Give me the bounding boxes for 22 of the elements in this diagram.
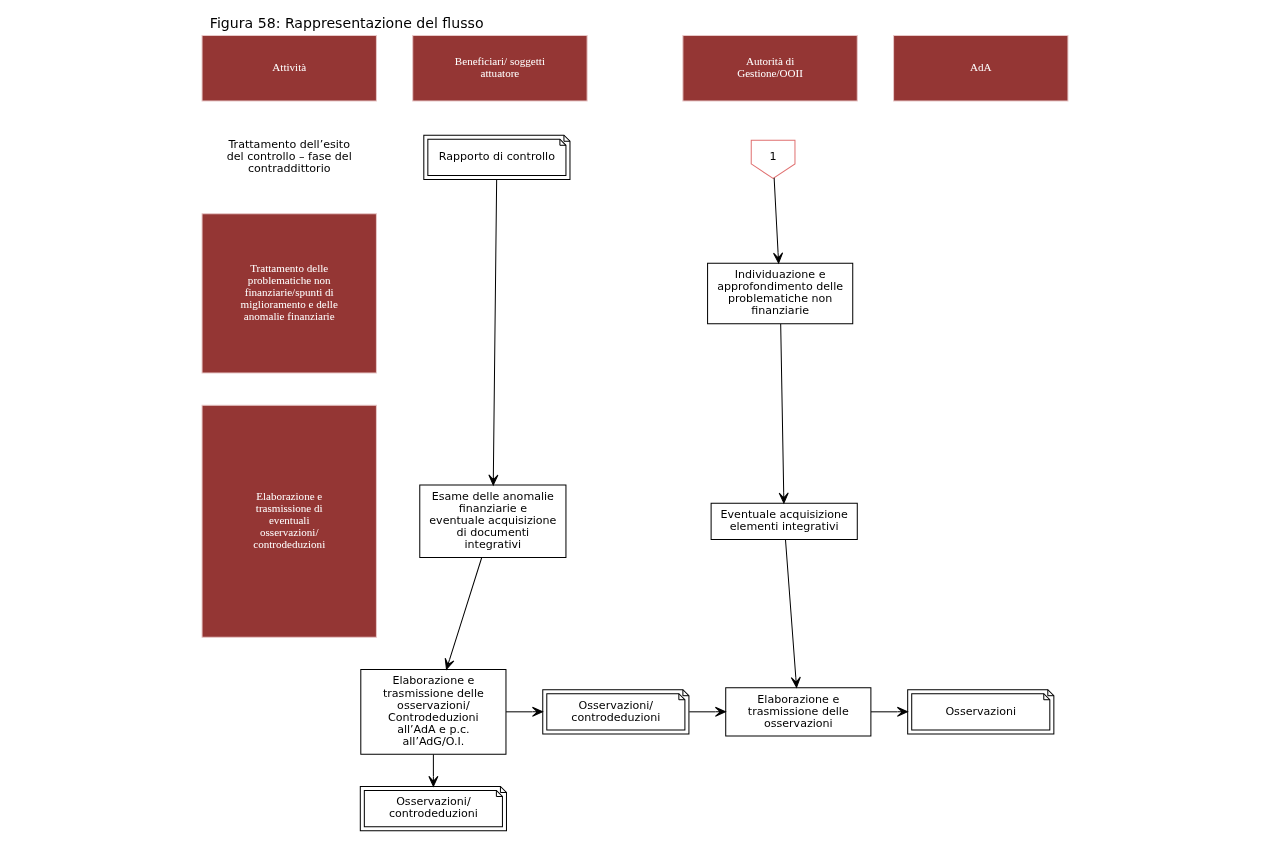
arrow [505,706,543,717]
node-box: Esame delle anomalie finanziarie e eventuale acquisizione di documenti integrativi [418,484,566,559]
node-box: Trattamento delle problematiche non finanziarie/spunti di miglioramento e delle anomalie finanziarie [201,213,377,374]
node-box: Elaborazione e trasmissione di eventuali osservazioni/ controdeduzioni [201,404,377,638]
node-box: AdA [892,34,1068,102]
arrow [784,539,801,688]
node-box: Elaborazione e trasmissione delle osservazioni/ Controdeduzioni all’AdA e p.c. all’AdG/O.I. [359,669,506,755]
node-box: Eventuale acquisizione elementi integrativi [710,502,858,540]
node-box: Individuazione e approfondimento delle problematiche non finanziarie [706,262,853,325]
arrow [870,706,908,717]
node-box: Beneficiari/ soggetti attuatore [411,34,588,102]
arrow [688,706,726,717]
diagram-title: Figura 58: Rappresentazione del flusso [209,14,484,31]
node-box: Attività [201,34,377,102]
arrow [487,179,498,486]
arrow [778,323,789,504]
arrow [427,753,438,787]
node-box: Elaborazione e trasmissione delle osservazioni [724,687,871,737]
arrow [772,177,783,264]
node-box: Autorità di Gestione/OOII [681,34,858,102]
label: Trattamento dell’esito del controllo – fase del contraddittorio [226,138,352,176]
arrow [444,557,482,670]
